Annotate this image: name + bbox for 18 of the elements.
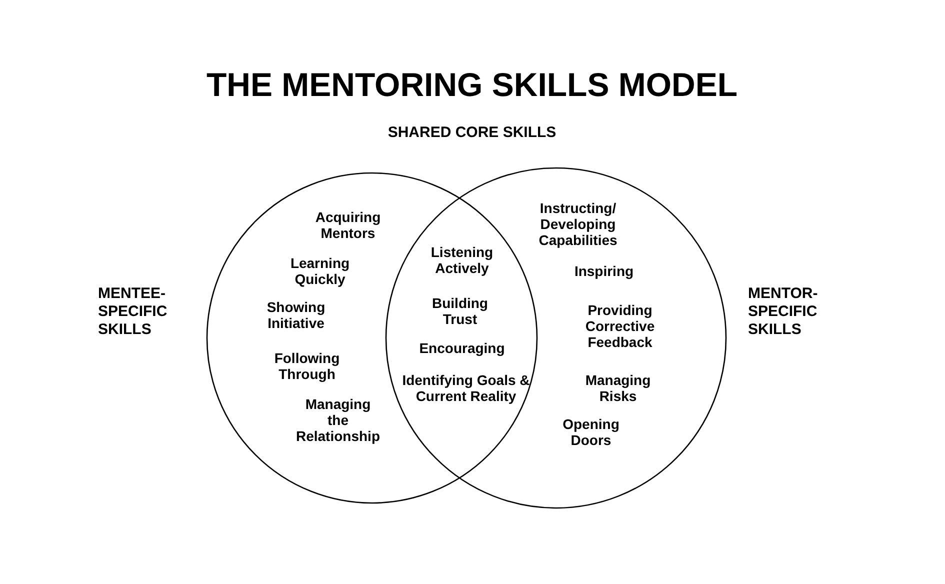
skill-label: Acquiring Mentors [314, 209, 382, 241]
group-heading: MENTOR-SPECIFIC SKILLS [748, 285, 819, 339]
skill-label: Building Trust [431, 295, 489, 327]
diagram-title: THE MENTORING SKILLS MODEL [205, 66, 739, 104]
skill-label: Instructing/ Developing Capabilities [538, 200, 618, 248]
skill-label: Showing Initiative [266, 299, 326, 331]
skill-label: Inspiring [573, 263, 635, 279]
skill-label: Listening Actively [430, 244, 494, 276]
skill-label: Opening Doors [562, 416, 620, 448]
skill-label: Learning Quickly [289, 255, 351, 287]
skill-label: Providing Corrective Feedback [584, 302, 656, 350]
skill-label: Encouraging [418, 340, 506, 356]
group-heading: MENTEE-SPECIFIC SKILLS [98, 285, 168, 339]
skill-label: Following Through [273, 350, 341, 382]
skill-label: Managing the Relationship [294, 396, 381, 444]
skill-label: Managing Risks [584, 372, 652, 404]
skill-label: Identifying Goals & Current Reality [402, 372, 530, 404]
section-heading: SHARED CORE SKILLS [386, 125, 558, 141]
